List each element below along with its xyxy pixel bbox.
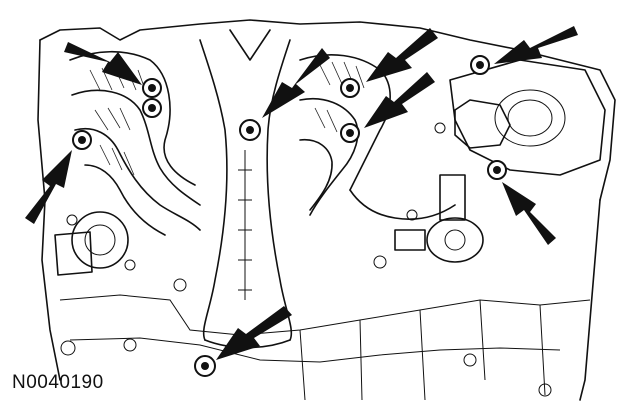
callout-arrow-bolt-1 — [64, 42, 142, 85]
callout-arrow-bolt-2 — [262, 48, 330, 118]
callout-arrow-bolt-5 — [494, 26, 578, 64]
engine-block-outline — [37, 19, 616, 401]
bolt-icon — [340, 123, 360, 143]
bolt-icon — [142, 78, 162, 118]
right-manifold — [299, 54, 456, 220]
bolt-icon — [72, 130, 92, 150]
center-collector — [199, 29, 293, 349]
egr-valve — [394, 174, 484, 263]
bolt-icon — [340, 78, 360, 98]
bolt-icon — [239, 119, 261, 141]
callout-arrow-bolt-7 — [502, 182, 556, 245]
callout-arrow-bolt-8 — [216, 306, 292, 360]
throttle-body — [449, 59, 606, 176]
callout-arrow-bolt-4 — [364, 72, 435, 128]
callout-arrow-bolt-6 — [25, 150, 72, 224]
bolt-icon — [470, 55, 490, 75]
water-pump — [54, 211, 136, 276]
callout-arrow-bolt-3 — [366, 28, 438, 82]
bolt-icon — [194, 355, 216, 377]
figure-reference-code: N0040190 — [12, 372, 104, 393]
misc-fasteners — [60, 122, 552, 397]
left-manifold — [69, 50, 201, 236]
bolt-icon — [487, 160, 507, 180]
